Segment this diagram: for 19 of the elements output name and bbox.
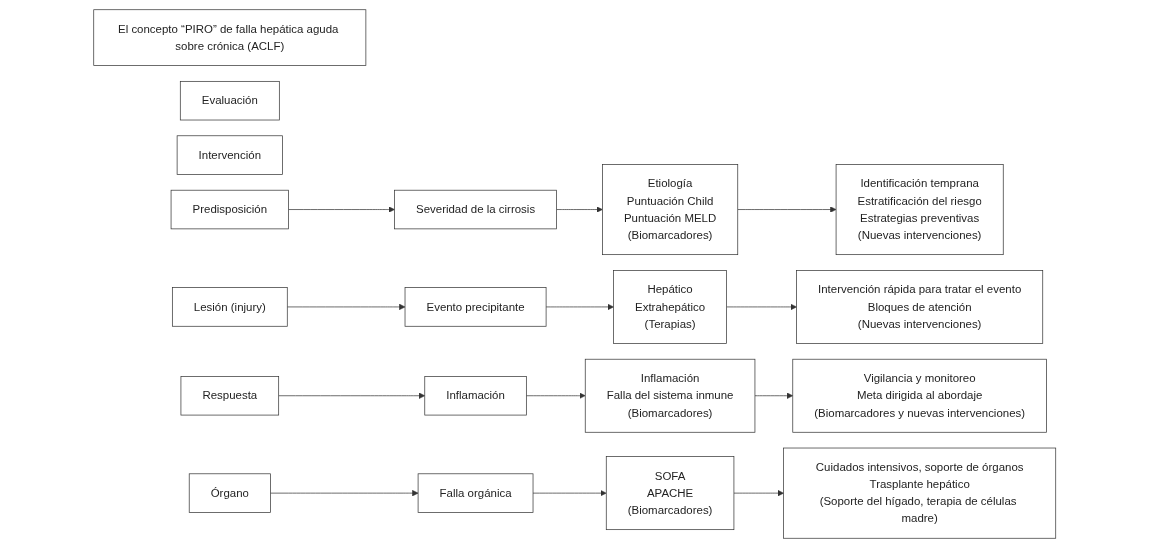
node-box: Cuidados intensivos, soporte de órganos Trasplante hepático (Soporte del hígado, terapia de células madre)	[783, 447, 1057, 539]
node-box: Inflamación Falla del sistema inmune (Biomarcadores)	[585, 358, 756, 433]
node-box: Lesión (injury)	[172, 287, 288, 327]
node-box: Órgano	[189, 473, 272, 513]
node-box: Inflamación	[424, 376, 527, 416]
node-box: Evento precipitante	[404, 287, 547, 327]
node-box: Vigilancia y monitoreo Meta dirigida al abordaje (Biomarcadores y nuevas intervenciones)	[792, 358, 1048, 433]
node-box: Etiología Puntuación Child Puntuación MELD (Biomarcadores)	[602, 164, 739, 255]
node-box: Identificación temprana Estratificación del riesgo Estrategias preventivas (Nuevas intervenciones)	[836, 164, 1004, 255]
node-box: Respuesta	[180, 376, 280, 416]
node-box: SOFA APACHE (Biomarcadores)	[606, 456, 735, 530]
node-box: Intervención	[177, 135, 284, 175]
node-box: Falla orgánica	[418, 473, 534, 513]
node-box: Evaluación	[180, 81, 280, 121]
node-box: El concepto “PIRO” de falla hepática aguda sobre crónica (ACLF)	[93, 9, 367, 66]
node-box: Hepático Extrahepático (Terapias)	[613, 270, 728, 344]
node-box: Severidad de la cirrosis	[394, 189, 558, 230]
node-box: Intervención rápida para tratar el evento Bloques de atención (Nuevas intervenciones)	[796, 270, 1044, 344]
node-box: Predisposición	[170, 189, 290, 230]
